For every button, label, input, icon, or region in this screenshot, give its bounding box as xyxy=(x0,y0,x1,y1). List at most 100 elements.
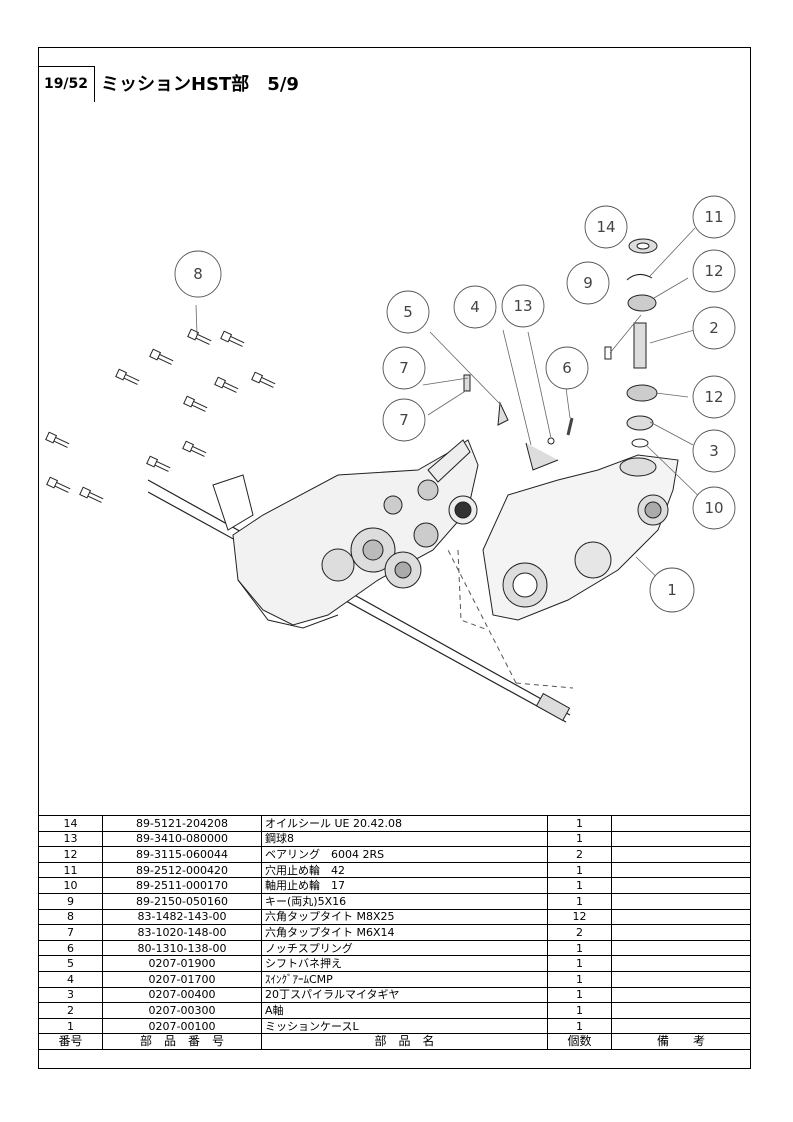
svg-text:13: 13 xyxy=(513,297,532,315)
row-part-name: 20丁スパイラルマイタギヤ xyxy=(261,986,548,1004)
callout-6: 6 xyxy=(545,346,589,390)
callout-12-upper: 12 xyxy=(692,249,736,293)
row-remarks xyxy=(611,939,751,957)
row-qty: 1 xyxy=(547,877,612,894)
row-part-no: 80-1310-138-00 xyxy=(102,939,262,957)
callout-3: 3 xyxy=(692,429,736,473)
callout-1: 1 xyxy=(649,567,695,613)
row-qty: 1 xyxy=(547,861,612,879)
row-part-no: 0207-00100 xyxy=(102,1017,262,1035)
svg-text:4: 4 xyxy=(470,298,480,316)
row-no: 11 xyxy=(38,861,103,879)
exploded-parts-diagram: 14 11 12 2 12 3 10 9 13 4 5 6 7 7 8 1 xyxy=(38,110,751,810)
row-part-name: 六角タップタイト M8X25 xyxy=(261,908,548,926)
svg-text:2: 2 xyxy=(709,319,719,337)
row-no: 4 xyxy=(38,970,103,988)
row-part-no: 83-1482-143-00 xyxy=(102,908,262,926)
row-qty: 1 xyxy=(547,892,612,910)
callout-10: 10 xyxy=(692,486,736,530)
callout-7-lower: 7 xyxy=(382,398,426,442)
callout-14: 14 xyxy=(584,205,628,249)
row-remarks xyxy=(611,1017,751,1035)
row-qty: 1 xyxy=(547,970,612,988)
svg-text:12: 12 xyxy=(704,388,723,406)
row-part-name: ノッチスプリング xyxy=(261,939,548,957)
svg-text:12: 12 xyxy=(704,262,723,280)
row-part-no: 89-3410-080000 xyxy=(102,830,262,848)
row-no: 12 xyxy=(38,846,103,863)
row-qty: 2 xyxy=(547,924,612,941)
row-qty: 1 xyxy=(547,955,612,972)
page-number: 19/52 xyxy=(38,66,95,102)
row-part-no: 0207-00300 xyxy=(102,1002,262,1019)
row-part-name: 鋼球8 xyxy=(261,830,548,848)
row-qty: 2 xyxy=(547,846,612,863)
row-part-no: 89-5121-204208 xyxy=(102,815,262,832)
row-remarks xyxy=(611,970,751,988)
row-remarks xyxy=(611,830,751,848)
row-part-name: ミッションケースL xyxy=(261,1017,548,1035)
row-remarks xyxy=(611,846,751,863)
svg-text:6: 6 xyxy=(562,359,572,377)
callout-13: 13 xyxy=(501,284,545,328)
row-no: 9 xyxy=(38,892,103,910)
callout-8: 8 xyxy=(174,250,222,298)
small-parts xyxy=(463,238,658,471)
header-remarks: 備 考 xyxy=(611,1033,751,1050)
row-remarks xyxy=(611,861,751,879)
callout-5: 5 xyxy=(386,290,430,334)
svg-text:8: 8 xyxy=(193,265,203,283)
row-qty: 1 xyxy=(547,1002,612,1019)
header-part-no: 部 品 番 号 xyxy=(102,1033,262,1050)
shaft-assembly xyxy=(147,479,574,723)
row-part-no: 89-2511-000170 xyxy=(102,877,262,894)
row-no: 7 xyxy=(38,924,103,941)
row-part-name: 軸用止め輪 17 xyxy=(261,877,548,894)
row-remarks xyxy=(611,924,751,941)
row-no: 6 xyxy=(38,939,103,957)
row-no: 3 xyxy=(38,986,103,1004)
row-part-no: 89-2150-050160 xyxy=(102,892,262,910)
row-part-name: 六角タップタイト M6X14 xyxy=(261,924,548,941)
row-qty: 1 xyxy=(547,1017,612,1035)
header-no: 番号 xyxy=(38,1033,103,1050)
row-remarks xyxy=(611,908,751,926)
row-qty: 1 xyxy=(547,939,612,957)
table-header-row: 番号 部 品 番 号 部 品 名 個数 備 考 xyxy=(38,1033,751,1050)
mission-case-l xyxy=(457,454,679,631)
row-no: 1 xyxy=(38,1017,103,1035)
row-part-name: ｽｲﾝｸﾞｱｰﾑCMP xyxy=(261,970,548,988)
callout-11: 11 xyxy=(692,195,736,239)
row-part-no: 83-1020-148-00 xyxy=(102,924,262,941)
row-qty: 1 xyxy=(547,815,612,832)
svg-text:11: 11 xyxy=(704,208,723,226)
svg-text:5: 5 xyxy=(403,303,413,321)
row-part-name: キー(両丸)5X16 xyxy=(261,892,548,910)
row-no: 10 xyxy=(38,877,103,894)
row-part-name: A軸 xyxy=(261,1002,548,1019)
svg-text:14: 14 xyxy=(596,218,615,236)
row-part-no: 89-3115-060044 xyxy=(102,846,262,863)
row-part-no: 0207-00400 xyxy=(102,986,262,1004)
page-title: ミッションHST部 5/9 xyxy=(101,74,299,95)
row-remarks xyxy=(611,955,751,972)
row-no: 8 xyxy=(38,908,103,926)
header-qty: 個数 xyxy=(547,1033,612,1050)
row-remarks xyxy=(611,986,751,1004)
row-part-name: 穴用止め輪 42 xyxy=(261,861,548,879)
callout-4: 4 xyxy=(453,285,497,329)
page-frame xyxy=(38,47,751,1069)
